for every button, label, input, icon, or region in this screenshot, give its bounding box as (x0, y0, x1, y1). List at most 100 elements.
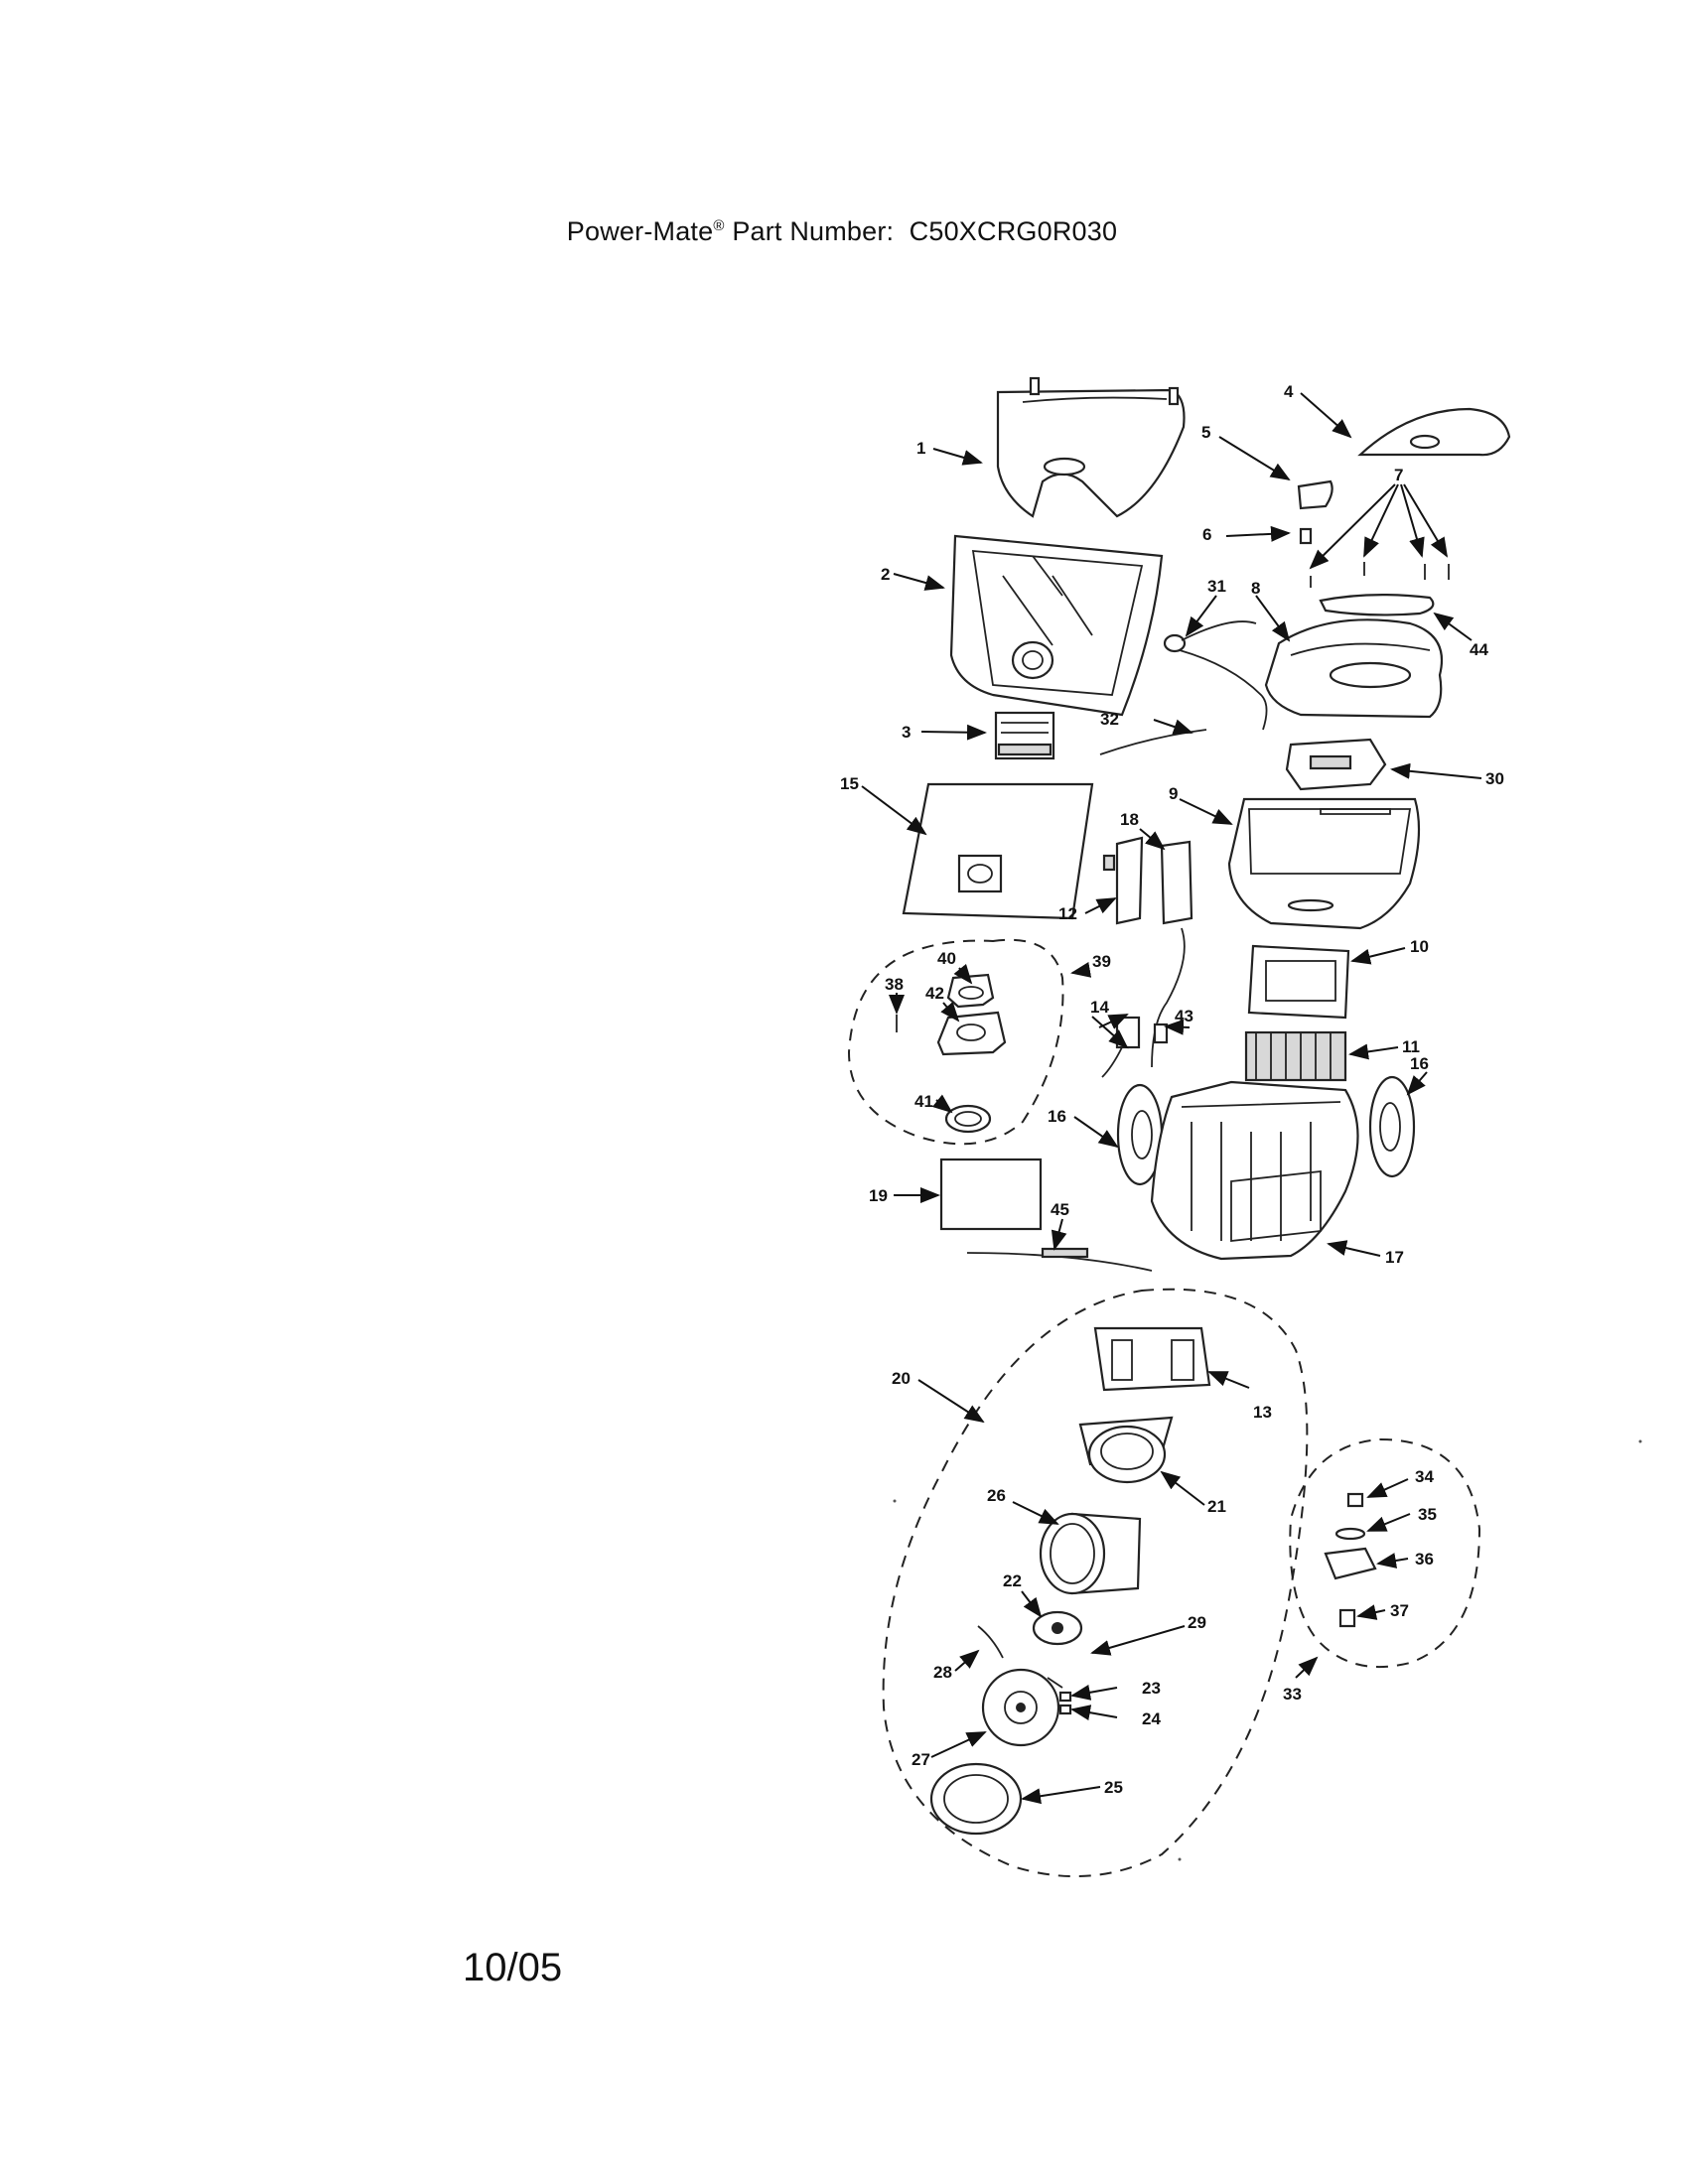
callout-13: 13 (1253, 1403, 1272, 1422)
callout-20: 20 (892, 1369, 911, 1388)
callout-2: 2 (881, 565, 890, 584)
part-23-brush (1058, 1691, 1072, 1703)
group-38-42-boundary (847, 938, 1064, 1146)
callout-18: 18 (1120, 810, 1139, 829)
part-9-lid (1227, 797, 1421, 930)
leader-lines (861, 392, 1482, 1805)
part-14-plug (1101, 1016, 1141, 1078)
callout-14: 14 (1090, 998, 1109, 1017)
part-39-wire (1151, 927, 1186, 1068)
registered-mark: ® (713, 217, 725, 234)
callout-31: 31 (1207, 577, 1226, 596)
part-12-filter-frame (1102, 836, 1144, 925)
part-28-wire (977, 1625, 1004, 1659)
part-10-filter-cover (1247, 944, 1350, 1020)
callout-22: 22 (1003, 1571, 1022, 1590)
part-45-wire (966, 1247, 1153, 1272)
callout-32: 32 (1100, 710, 1119, 729)
callout-15: 15 (840, 774, 859, 793)
part-31-wire-connector (1163, 620, 1268, 731)
date-code: 10/05 (463, 1946, 563, 1989)
callout-4: 4 (1284, 382, 1294, 401)
callout-19: 19 (869, 1186, 888, 1205)
part-17-base-body (1150, 1080, 1359, 1261)
part-16-wheel-left (1116, 1083, 1164, 1186)
callout-23: 23 (1142, 1679, 1161, 1698)
callout-29: 29 (1188, 1613, 1206, 1632)
callout-16-left: 16 (1048, 1107, 1066, 1126)
part-1-top-cover (996, 376, 1186, 518)
callout-21: 21 (1207, 1497, 1226, 1516)
callout-6: 6 (1202, 525, 1211, 544)
callout-24: 24 (1142, 1709, 1161, 1728)
brand-name: Power-Mate (566, 216, 714, 246)
part-18-filter-pad (1160, 840, 1193, 925)
part-21-motor-cover (1078, 1416, 1174, 1484)
callout-9: 9 (1169, 784, 1178, 803)
group-33-boundary (1289, 1437, 1481, 1669)
part-37-bushing (1338, 1608, 1356, 1628)
speck (1638, 1439, 1642, 1443)
part-4-handle-top (1357, 407, 1511, 457)
part-24-brush-holder (1058, 1704, 1072, 1715)
callout-35: 35 (1418, 1505, 1437, 1524)
callout-labels: 1 2 3 4 5 6 7 8 9 10 11 12 13 14 15 16 1… (840, 382, 1504, 1797)
part-42-adapter (936, 1011, 1007, 1056)
speck (893, 1499, 897, 1503)
part-22-fan (1032, 1610, 1083, 1646)
part-11-hepa-filter (1244, 1030, 1347, 1082)
page-title: Power-Mate® Part Number: C50XCRG0R030 (0, 216, 1684, 247)
part-16-wheel-right (1368, 1075, 1416, 1178)
callout-38: 38 (885, 975, 904, 994)
callout-41: 41 (914, 1092, 933, 1111)
part-number-value: C50XCRG0R030 (909, 216, 1118, 246)
part-35-washer (1334, 1527, 1366, 1541)
callout-7: 7 (1394, 466, 1403, 484)
callout-43: 43 (1175, 1007, 1193, 1025)
part-3-bag-holder (994, 711, 1055, 760)
callout-37: 37 (1390, 1601, 1409, 1620)
callout-33: 33 (1283, 1685, 1302, 1704)
callout-28: 28 (933, 1663, 952, 1682)
callout-3: 3 (902, 723, 911, 742)
callout-42: 42 (925, 984, 944, 1003)
part-6-spring (1299, 527, 1313, 545)
part-41-seal-ring (944, 1104, 992, 1134)
part-19-filter-pad (939, 1158, 1043, 1231)
part-44-label-plate (1319, 594, 1435, 616)
callout-1: 1 (916, 439, 925, 458)
callout-17: 17 (1385, 1248, 1404, 1267)
callout-26: 26 (987, 1486, 1006, 1505)
part-26-motor-housing (1039, 1512, 1142, 1595)
part-40-bracket (946, 973, 995, 1009)
part-25-motor-gasket (929, 1762, 1023, 1836)
callout-25: 25 (1104, 1778, 1123, 1797)
part-8-upper-housing (1264, 618, 1444, 719)
part-34-nut (1346, 1492, 1364, 1508)
callout-5: 5 (1201, 423, 1210, 442)
callout-40: 40 (937, 949, 956, 968)
callout-27: 27 (912, 1750, 930, 1769)
callout-16-right: 16 (1410, 1054, 1429, 1073)
callout-12: 12 (1058, 904, 1077, 923)
part-13-motor-filter (1093, 1326, 1211, 1392)
callout-36: 36 (1415, 1550, 1434, 1569)
callout-10: 10 (1410, 937, 1429, 956)
callout-8: 8 (1251, 579, 1260, 598)
callout-30: 30 (1485, 769, 1504, 788)
part-15-paper-bag (902, 782, 1094, 920)
part-7-screws (1310, 562, 1450, 588)
part-27-motor (981, 1668, 1063, 1747)
part-2-bag-housing (949, 534, 1164, 717)
callout-34: 34 (1415, 1467, 1434, 1486)
part-number-label: Part Number: (732, 216, 895, 246)
part-5-release-button (1297, 479, 1333, 510)
part-30-switch-assembly (1285, 738, 1387, 791)
callout-45: 45 (1051, 1200, 1069, 1219)
part-32-wire (1099, 729, 1207, 755)
part-43-grommet (1153, 1023, 1169, 1044)
speck (1178, 1857, 1182, 1861)
callout-11: 11 (1402, 1037, 1420, 1056)
callout-44: 44 (1470, 640, 1488, 659)
